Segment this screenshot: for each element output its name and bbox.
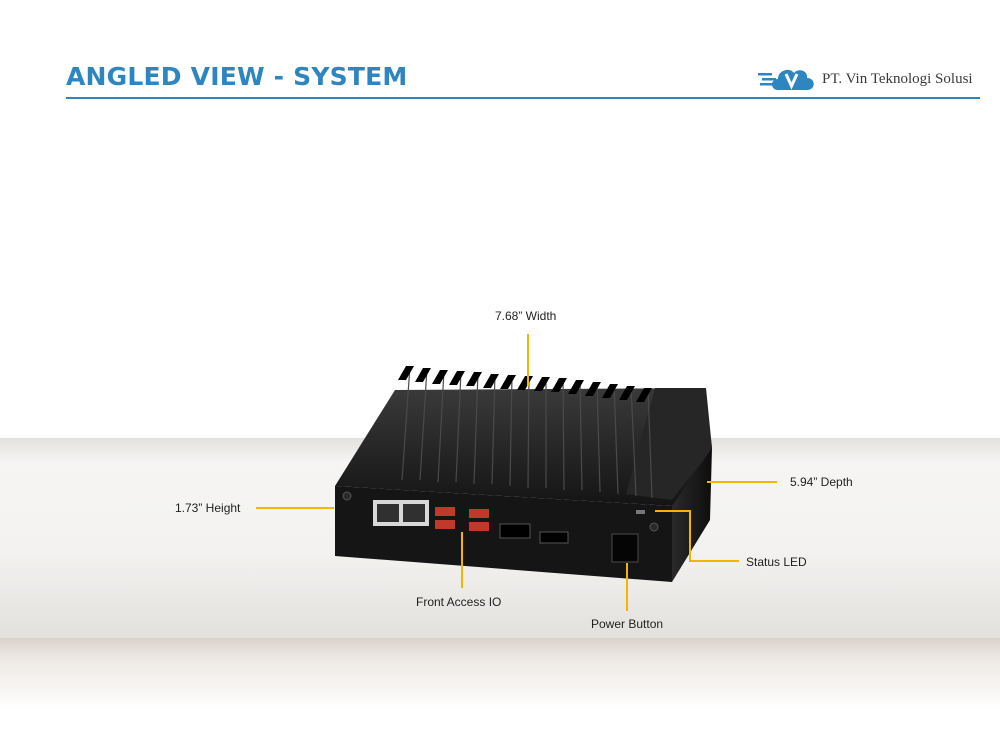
status-led-label: Status LED bbox=[746, 555, 807, 569]
depth-leader-line bbox=[707, 481, 777, 483]
front-io-leader-line bbox=[461, 532, 463, 588]
company-name: PT. Vin Teknologi Solusi bbox=[822, 71, 973, 87]
power-button[interactable] bbox=[611, 533, 639, 563]
cloud-logo-icon bbox=[758, 69, 814, 90]
hdmi-port bbox=[539, 531, 569, 544]
page-title: ANGLED VIEW - SYSTEM bbox=[66, 62, 408, 91]
power-button-label: Power Button bbox=[591, 617, 664, 631]
ethernet-ports bbox=[373, 500, 429, 526]
status-led-leader-line-b bbox=[689, 510, 691, 562]
antenna-left-icon bbox=[342, 491, 352, 501]
power-button-leader-line bbox=[626, 563, 628, 611]
usb-ports bbox=[435, 507, 489, 531]
height-label: 1.73” Height bbox=[175, 501, 241, 515]
chassis-side bbox=[672, 448, 712, 582]
status-led bbox=[636, 510, 645, 514]
fin-tops bbox=[398, 366, 652, 402]
width-leader-line bbox=[527, 334, 529, 386]
table-edge bbox=[0, 638, 1000, 710]
front-io-label: Front Access IO bbox=[416, 595, 502, 609]
chassis-plate bbox=[626, 388, 712, 500]
status-led-leader-line-a bbox=[655, 510, 691, 512]
displayport-port bbox=[499, 523, 531, 539]
status-led-leader-line-c bbox=[689, 560, 739, 562]
depth-label: 5.94” Depth bbox=[790, 475, 853, 489]
height-leader-line bbox=[256, 507, 334, 509]
title-underline bbox=[66, 97, 980, 99]
heatsink-fins bbox=[401, 365, 653, 499]
antenna-right-icon bbox=[649, 522, 659, 532]
width-label: 7.68” Width bbox=[495, 309, 557, 323]
